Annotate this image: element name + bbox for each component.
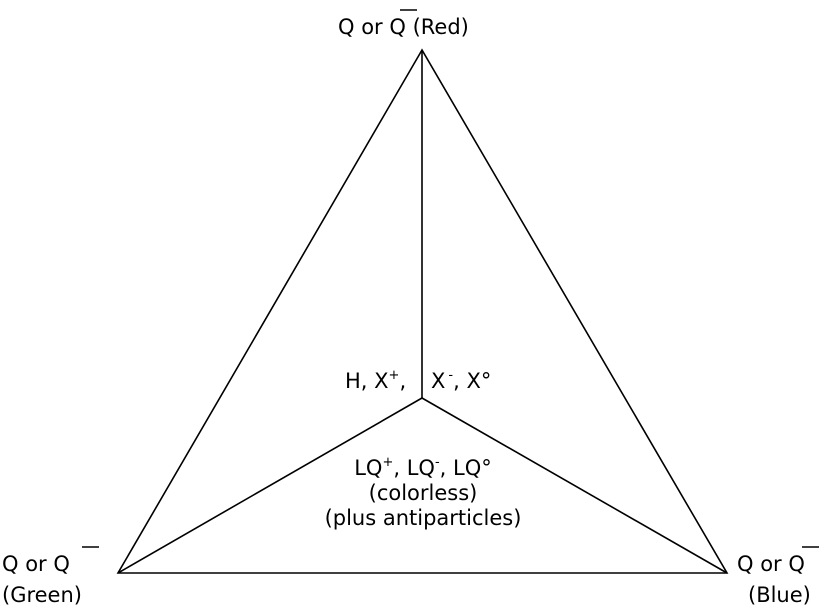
lower-region-labels: LQ+, LQ-, LQ° (colorless) (plus antipart… (325, 455, 522, 530)
svg-text:Q or Q: Q or Q (737, 552, 805, 576)
left-vertex-qbar: Q (53, 552, 70, 576)
top-vertex-suffix: (Red) (406, 15, 469, 39)
right-vertex-label: Q or Q (Blue) (737, 546, 819, 607)
right-vertex-qbar: Q (788, 552, 805, 576)
left-vertex-prefix: Q or (2, 552, 53, 576)
left-vertex-color: (Green) (2, 583, 82, 607)
top-vertex-prefix: Q or (338, 15, 389, 39)
right-vertex-prefix: Q or (737, 552, 788, 576)
top-vertex-qbar: Q (389, 15, 406, 39)
colorless-label: (colorless) (369, 481, 478, 505)
lq-plus-sup: + (382, 455, 393, 470)
lq-minus-sup: - (435, 455, 440, 470)
svg-text:Q or Q (Red): Q or Q (Red) (338, 15, 469, 39)
center-h-x: H, X (345, 369, 389, 393)
right-vertex-color: (Blue) (748, 583, 811, 607)
outer-triangle (116, 48, 729, 574)
center-right-group: X-, X° (431, 368, 491, 393)
lq-zero: , LQ° (440, 456, 492, 480)
top-vertex-label: Q or Q (Red) (338, 9, 469, 39)
antiparticles-label: (plus antiparticles) (325, 506, 522, 530)
center-x-plus-sup: + (389, 368, 400, 383)
lq-plus: LQ (354, 456, 382, 480)
center-comma: , (399, 369, 406, 393)
center-x: X (431, 369, 445, 393)
center-x-minus-sup: - (448, 368, 453, 383)
center-x-rest: , X° (453, 369, 491, 393)
lq-line: LQ+, LQ-, LQ° (354, 455, 492, 480)
lq-minus: , LQ (393, 456, 435, 480)
center-labels: H, X+, X-, X° (345, 368, 491, 393)
edge-center-to-left (117, 397, 423, 574)
center-left-group: H, X+, (345, 368, 406, 393)
edge-center-to-right (421, 397, 728, 574)
svg-text:Q or Q: Q or Q (2, 552, 70, 576)
left-vertex-label: Q or Q (Green) (2, 546, 99, 607)
